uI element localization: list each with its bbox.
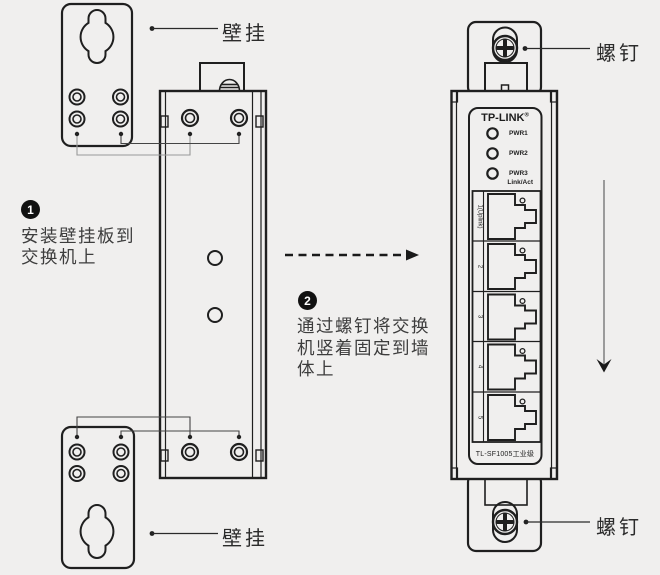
bracket-screw-holes-bottom [68,443,130,482]
step-2-line-3: 体上 [297,359,335,379]
wall-mount-label-top: 壁挂 [222,23,268,45]
brand-logo: TP-LINK® [469,112,541,124]
side-panel-holes [207,250,223,323]
wall-bracket-top [60,2,134,148]
front-panel [468,107,543,465]
step-2-line-2: 机竖着固定到墙 [297,337,430,358]
step-1-line-1: 安装壁挂板到 [21,226,135,246]
brand-name: TP-LINK [481,112,525,124]
side-mount-holes-top [180,108,249,128]
port-label-2: 2 [476,264,482,268]
mount-tab-bottom [466,472,543,553]
port-block [471,190,542,443]
led-label-pwr3: PWR3 [509,170,528,177]
port-cell-dividers [472,240,541,393]
side-rail-caps [160,115,264,462]
keyhole-slot-bottom [79,504,115,559]
step-2-badge: 2 [298,291,317,310]
side-body [158,89,268,480]
step-2-text: 通过螺钉将交换 机竖着固定到墙 体上 [297,316,430,381]
hole-alignment-lines-bottom [74,416,242,440]
cable-grommet [218,78,241,92]
registered-mark: ® [524,112,529,119]
direction-arrow-down-icon [596,180,612,373]
direction-arrow-right-icon [285,249,419,261]
port-label-5: 5 [476,415,482,419]
led-label-pwr1: PWR1 [509,130,528,137]
led-label-pwr2: PWR2 [509,150,528,157]
port-led-dots [519,197,526,405]
switch-side-view [158,62,268,480]
callout-line-wall-mount-bottom [149,531,218,536]
wall-bracket-bottom [60,425,136,570]
front-rail-caps [450,90,558,480]
mount-tab-top [466,20,543,97]
hole-alignment-lines-top [74,131,242,156]
model-label: TL-SF1005工业级 [475,451,535,458]
callout-line-screw-top [522,46,590,51]
phillips-screw-icon-bottom [491,508,519,536]
port-label-1: 1(Uplink) [476,203,482,228]
step-2-number: 2 [304,293,311,308]
front-rails [455,91,553,479]
switch-front-view [450,89,559,481]
link-act-label: Link/Act [507,179,533,186]
step-1-line-2: 交换机上 [21,246,97,267]
callout-line-wall-mount-top [149,26,218,31]
step-2-line-1: 通过螺钉将交换 [297,316,430,336]
rj45-port-jacks [487,193,537,441]
wall-mount-label-bottom: 壁挂 [222,528,268,550]
screw-label-bottom: 螺钉 [596,517,642,539]
screw-label-top: 螺钉 [596,43,642,65]
tab-neck-top [484,62,528,92]
step-1-text: 安装壁挂板到 交换机上 [21,226,135,267]
callout-line-screw-bottom [523,519,590,525]
port-label-3: 3 [476,314,482,319]
step-1-number: 1 [27,202,34,217]
keyhole-slot-top [79,9,115,64]
phillips-screw-icon-top [491,34,519,62]
port-label-4: 4 [476,364,482,369]
bracket-screw-holes-top [68,88,129,128]
step-1-badge: 1 [21,200,40,219]
side-mount-holes-bottom [180,442,249,462]
side-rails [164,91,262,478]
led-indicators [486,127,499,180]
